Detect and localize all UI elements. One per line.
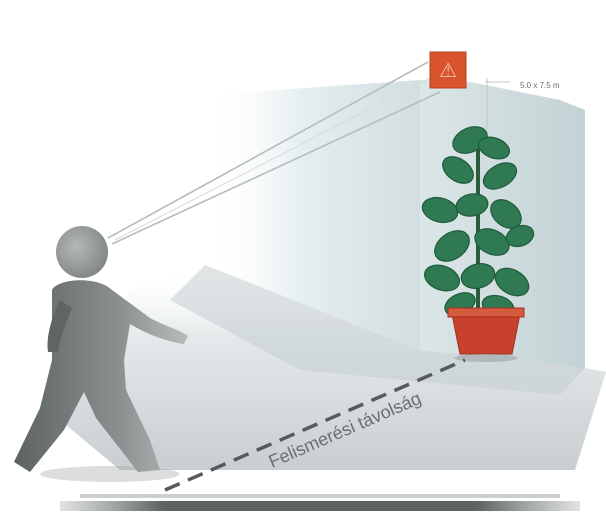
sign-glyph-icon: ⚠ <box>439 58 457 82</box>
person-head <box>56 226 108 278</box>
warning-sign: ⚠ <box>430 52 466 88</box>
sign-size-label: 5.0 x 7.5 m <box>520 81 560 90</box>
base-strip-highlight <box>80 494 560 498</box>
room <box>60 80 606 470</box>
plant-pot <box>452 314 520 354</box>
base-strip <box>60 501 580 511</box>
